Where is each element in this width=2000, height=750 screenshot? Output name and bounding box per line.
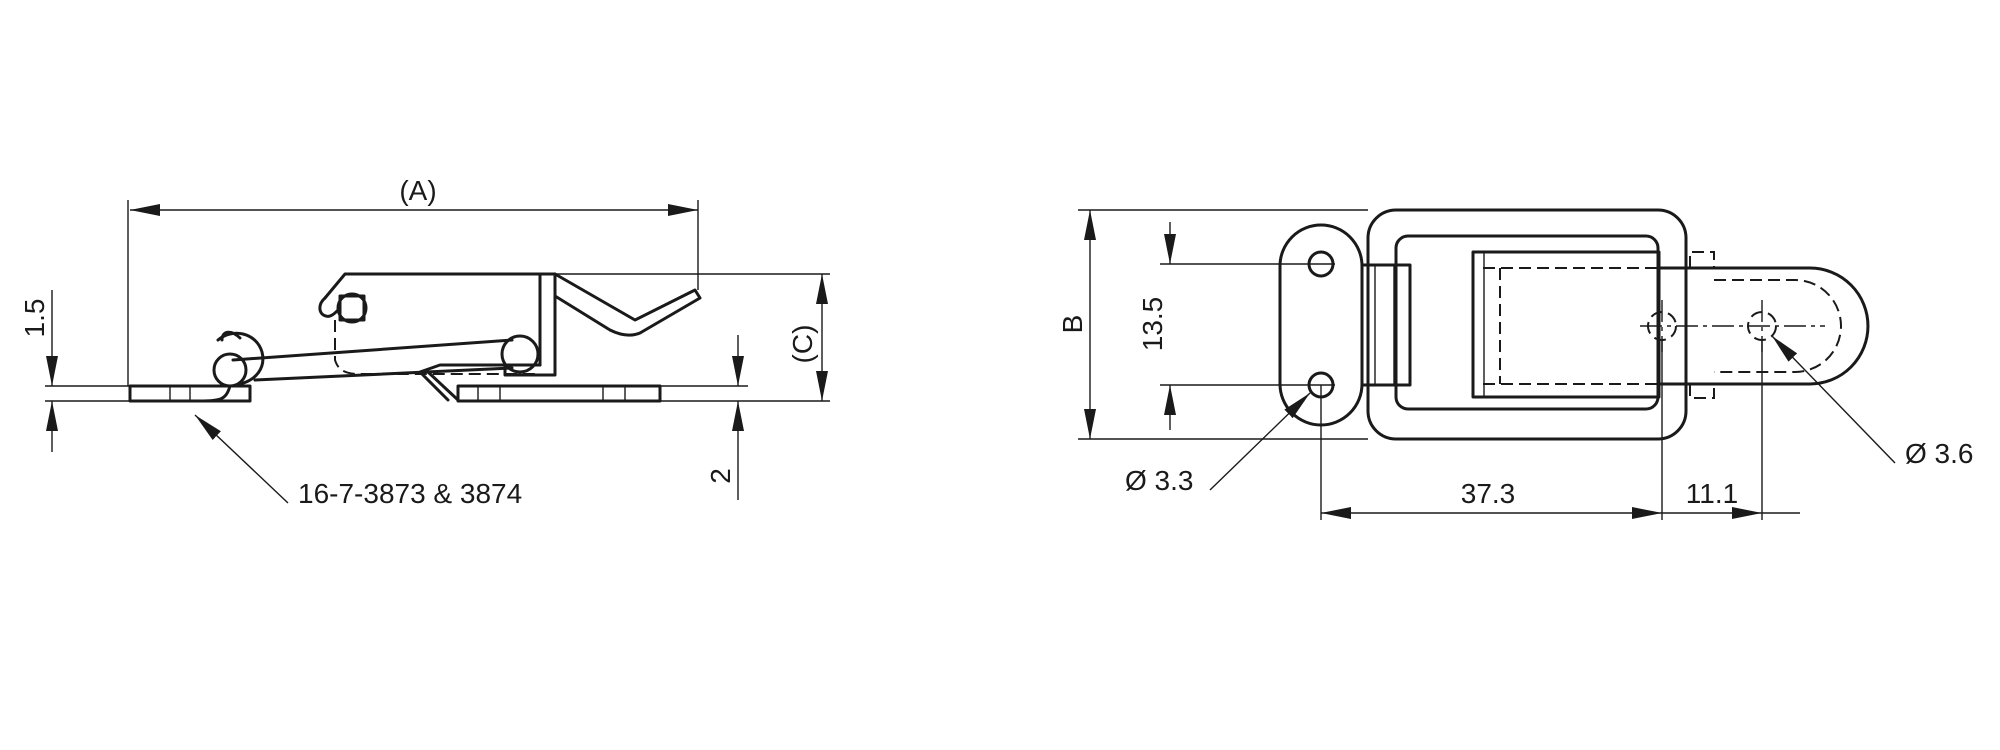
dim-right-thickness: 2 [705,468,736,484]
dim-overall-width: B [1057,315,1088,334]
top-view: B 13.5 Ø 3.3 Ø 3.6 37.3 11.1 [1057,208,1973,520]
top-main-frame [1366,208,1700,441]
side-base-plates [128,384,662,403]
dim-left-thickness: 1.5 [19,299,50,338]
top-dimensions [1078,209,1896,520]
top-center-lines [1640,300,1825,352]
part-callout: 16-7-3873 & 3874 [298,478,522,509]
dim-right-offset: 11.1 [1686,478,1738,509]
side-lever [198,330,540,403]
top-hinge-knuckle [1360,263,1412,387]
dim-overall-length: (A) [399,175,436,206]
side-latch-body [318,272,702,402]
dim-hole-dia-left: Ø 3.3 [1125,465,1193,496]
side-dimensions [45,200,830,504]
dim-height: (C) [787,325,818,364]
dim-hole-spacing: 13.5 [1137,297,1168,352]
dim-hole-dia-right: Ø 3.6 [1905,438,1973,469]
dim-hole-to-hole: 37.3 [1461,478,1516,509]
side-view: (A) (C) 1.5 2 16-7-3873 & 3874 [19,175,830,509]
